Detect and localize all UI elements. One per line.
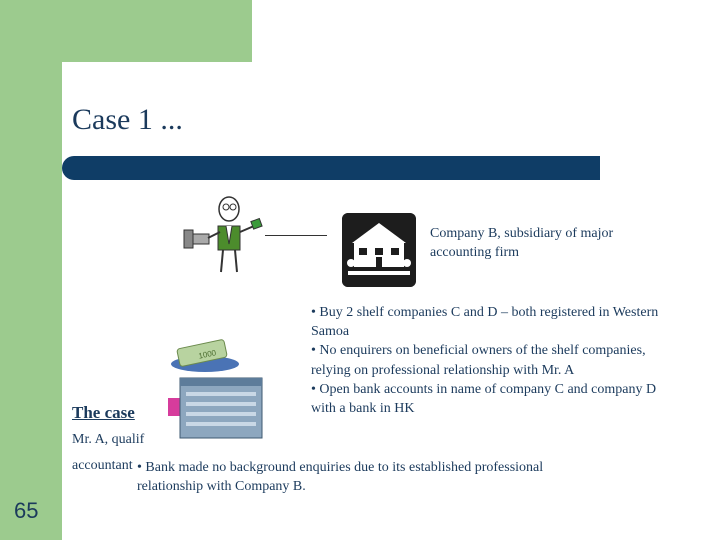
mr-a-text: Mr. A, qualif <box>72 432 145 447</box>
green-left-band <box>0 0 62 540</box>
house-icon <box>342 213 416 287</box>
company-b-caption: Company B, subsidiary of major accountin… <box>430 226 614 260</box>
businessman-icon <box>183 196 263 273</box>
page-number: 65 <box>14 498 39 523</box>
bullet-item: • Buy 2 shelf companies C and D – both r… <box>311 305 659 340</box>
bullet-list: • Buy 2 shelf companies C and D – both r… <box>311 303 661 418</box>
accountant-text: accountant <box>72 458 133 473</box>
case-label: The case <box>72 403 135 422</box>
bullet-item: • No enquirers on beneficial owners of t… <box>311 343 646 378</box>
money-bank-icon: 1000 <box>168 339 263 439</box>
bank-note: • Bank made no background enquiries due … <box>137 460 544 494</box>
connector-line <box>265 235 327 236</box>
bullet-item: • Open bank accounts in name of company … <box>311 381 657 417</box>
rounded-corner <box>62 62 122 122</box>
title-underline-bar <box>62 156 600 180</box>
svg-text:1000: 1000 <box>198 348 218 361</box>
slide-title: Case 1 ... <box>72 103 183 136</box>
